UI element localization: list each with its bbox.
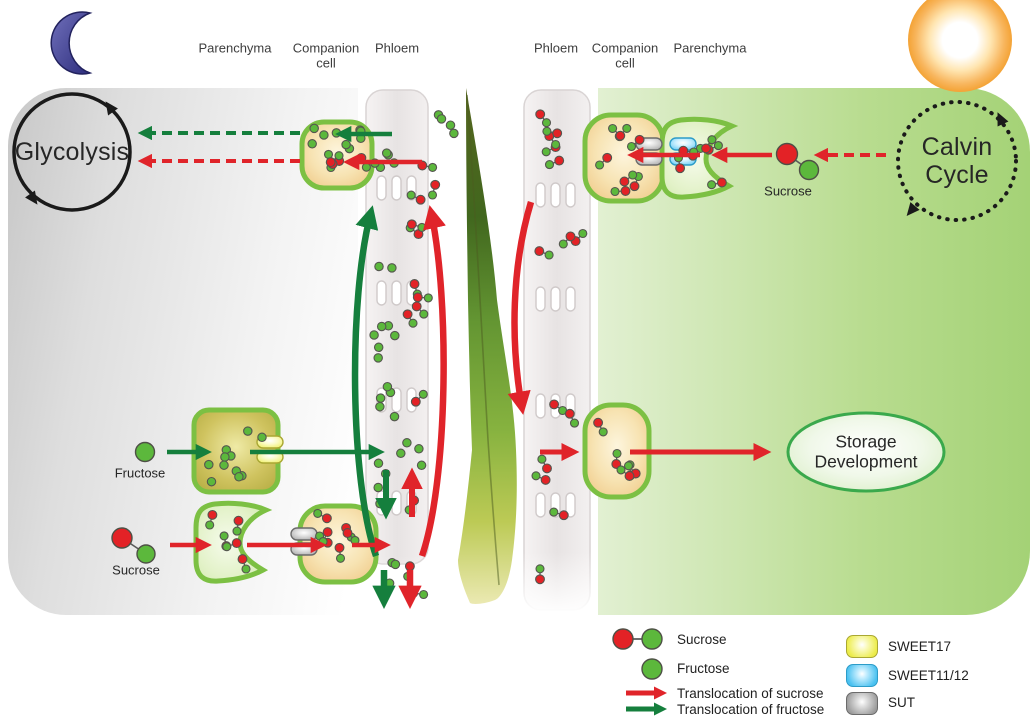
glycolysis-label: Glycolysis [14,138,130,166]
sugar-molecules [204,109,727,600]
header-parenchyma-right: Parenchyma [673,40,747,56]
legend-sucrose-label: Sucrose [677,632,727,647]
translocation-arrows [137,125,886,610]
sucrose-molecule-day [775,142,820,181]
parenchyma-cell-night [193,500,273,584]
storage-development-ellipse [786,411,946,493]
calvin-cycle-label: Calvin Cycle [921,133,993,189]
header-phloem-left: Phloem [374,40,420,56]
moon-icon [50,11,93,75]
sweet17-legend-icon [846,635,878,658]
legend-translocation-fructose-label: Translocation of fructose [677,702,825,717]
header-companion-cell-right: Companion cell [591,40,659,70]
sieve-plates-right [535,182,576,518]
fructose-label-night: Fructose [114,465,166,481]
legend-translocation-sucrose-label: Translocation of sucrose [677,686,824,701]
fructose-arrow-legend-icon [626,702,667,716]
sucrose-arrow-legend-icon [626,686,667,700]
legend-fructose-label: Fructose [677,661,730,676]
storage-development-label: Storage Development [814,431,918,471]
sucrose-molecule-night [111,527,156,564]
sucrose-label-day: Sucrose [764,183,812,199]
sucrose-legend-icon [612,628,663,650]
fructose-molecule-night [134,441,156,463]
sucrose-downward-flow-arrow [507,201,535,415]
right-phloem-column [518,89,598,614]
leaf-image [458,88,517,604]
legend-sweet11-12-label: SWEET11/12 [888,668,969,683]
sucrose-label-night: Sucrose [112,562,160,578]
sut-legend-icon [846,692,878,715]
legend-sweet17-label: SWEET17 [888,639,952,654]
sun-icon [908,0,1012,92]
sweet11-12-legend-icon [846,664,878,687]
header-parenchyma-left: Parenchyma [198,40,272,56]
fructose-upward-flow-arrow [351,205,380,558]
calvin-cycle-circle [896,100,1018,222]
header-companion-cell-left: Companion cell [292,40,360,70]
legend-sut-label: SUT [888,695,915,710]
sucrose-upward-flow-arrow [418,205,447,558]
header-phloem-right: Phloem [533,40,579,56]
fructose-legend-icon [641,658,663,680]
glycolysis-cycle-circle [12,92,132,212]
